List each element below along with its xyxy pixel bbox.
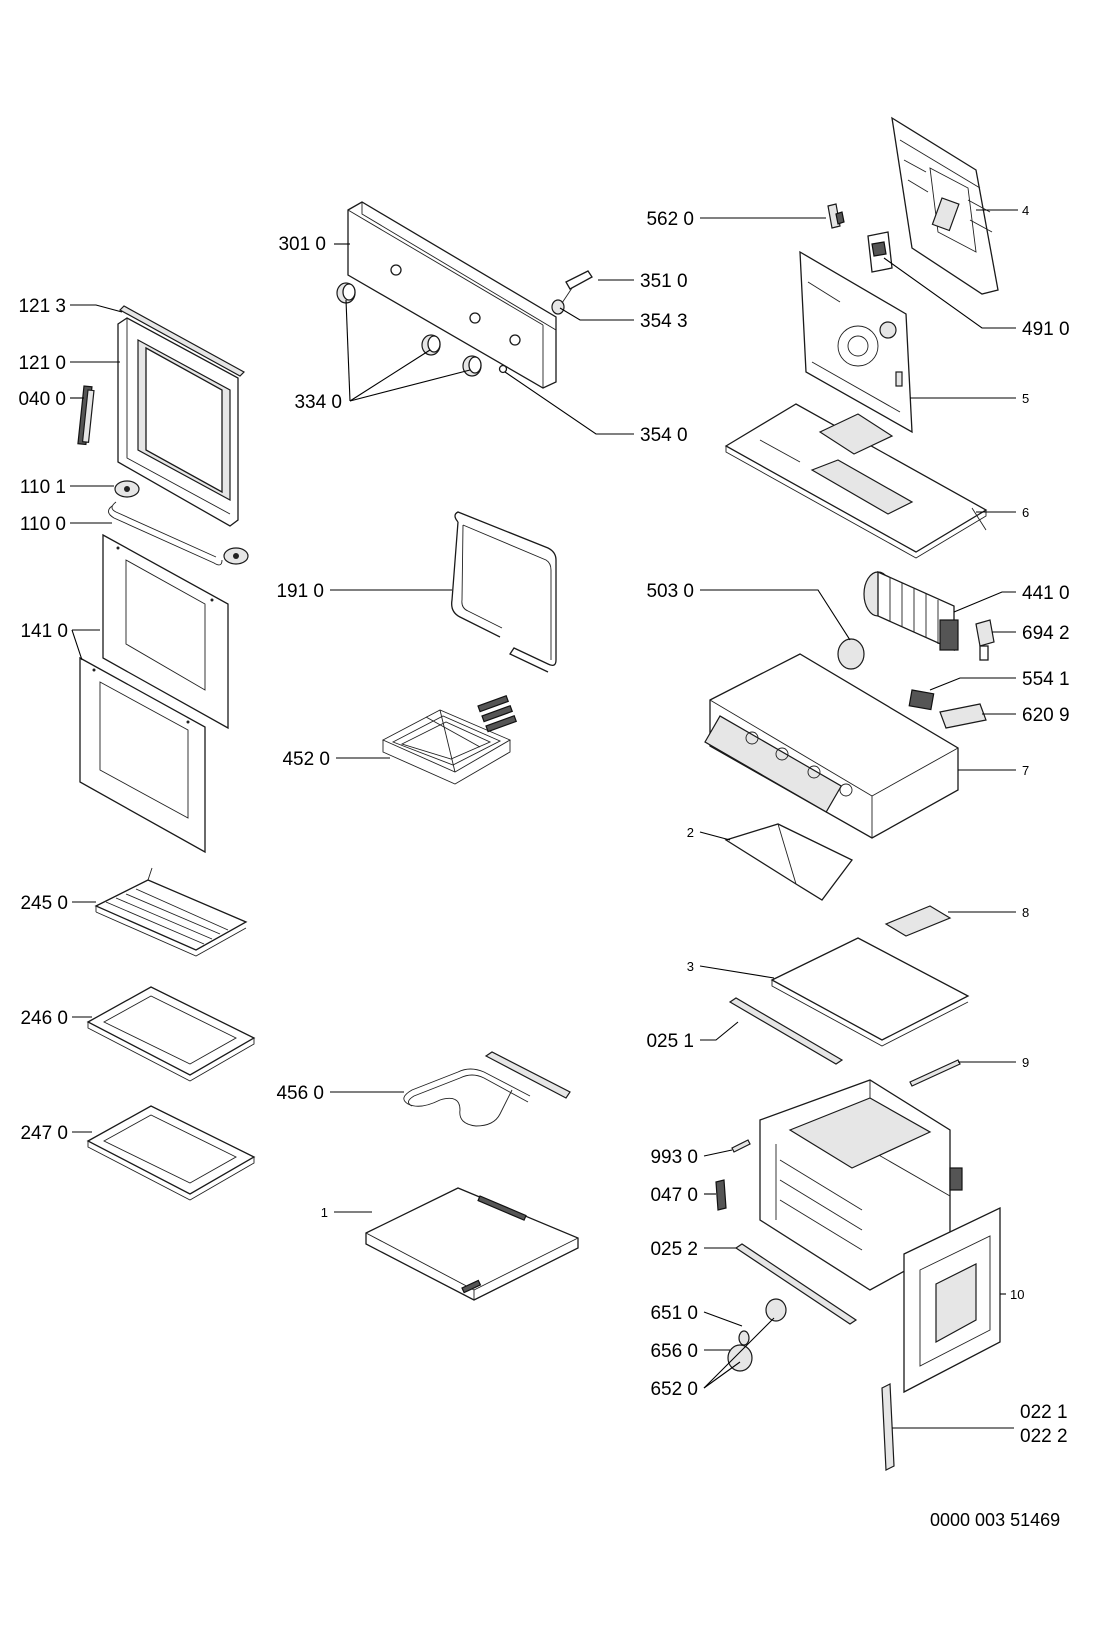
label-491-0: 491 0 — [1022, 319, 1070, 340]
label-121-3: 121 3 — [18, 296, 66, 317]
label-025-1: 025 1 — [646, 1031, 694, 1052]
part-control-box — [704, 653, 959, 839]
part-screw — [731, 1139, 751, 1153]
part-lamp-glass — [738, 1330, 750, 1346]
label-047-0: 047 0 — [650, 1185, 698, 1206]
label-651-0: 651 0 — [650, 1303, 698, 1324]
label-040-0: 040 0 — [18, 389, 66, 410]
part-bottom-rail — [734, 1243, 858, 1325]
part-side-panel — [903, 1206, 1001, 1394]
label-022-1: 022 1 — [1020, 1402, 1068, 1423]
part-door-hinge — [77, 385, 95, 446]
part-door-top-strip — [119, 305, 245, 377]
part-grill-element — [381, 694, 518, 785]
label-694-2: 694 2 — [1022, 623, 1070, 644]
part-door-gasket — [451, 511, 557, 673]
part-selector-switch — [939, 703, 987, 729]
part-cooling-fan — [863, 570, 959, 652]
label-441-0: 441 0 — [1022, 583, 1070, 604]
part-side-bracket — [724, 823, 853, 901]
part-door-handle — [108, 480, 249, 566]
part-top-cover — [724, 403, 988, 559]
label-354-0: 354 0 — [640, 425, 688, 446]
label-1: 1 — [321, 1205, 328, 1220]
label-2: 2 — [687, 825, 694, 840]
label-3: 3 — [687, 959, 694, 974]
label-301-0: 301 0 — [278, 234, 326, 255]
part-top-rail — [728, 997, 844, 1065]
part-knob — [336, 282, 482, 377]
label-247-0: 247 0 — [20, 1123, 68, 1144]
part-fan-cover — [799, 250, 913, 434]
part-spindle — [551, 270, 593, 315]
label-191-0: 191 0 — [276, 581, 324, 602]
label-141-0: 141 0 — [20, 621, 68, 642]
label-562-0: 562 0 — [646, 209, 694, 230]
label-5: 5 — [1022, 391, 1029, 406]
label-022-2: 022 2 — [1020, 1426, 1068, 1447]
part-door-glass-inner — [79, 656, 206, 854]
part-bottom-element — [403, 1051, 571, 1127]
label-656-0: 656 0 — [650, 1341, 698, 1362]
label-652-0: 652 0 — [650, 1379, 698, 1400]
part-small-spring — [498, 364, 508, 374]
part-timer — [837, 638, 865, 670]
part-baking-tray — [86, 986, 256, 1082]
label-110-1: 110 1 — [20, 477, 66, 498]
label-10: 10 — [1010, 1287, 1024, 1302]
label-8: 8 — [1022, 905, 1029, 920]
part-rod — [909, 1059, 961, 1087]
label-452-0: 452 0 — [282, 749, 330, 770]
label-620-9: 620 9 — [1022, 705, 1070, 726]
part-cavity-top — [770, 937, 970, 1047]
label-4: 4 — [1022, 203, 1029, 218]
part-rear-panel — [891, 116, 999, 295]
part-thermostat-bracket — [827, 203, 845, 229]
label-121-0: 121 0 — [18, 353, 66, 374]
part-drip-tray — [86, 1105, 256, 1201]
part-door-glass-outer — [102, 533, 229, 730]
part-latch — [715, 1179, 727, 1211]
part-lamp-cover — [727, 1344, 753, 1372]
label-993-0: 993 0 — [650, 1147, 698, 1168]
part-terminal-block — [867, 231, 893, 273]
label-351-0: 351 0 — [640, 271, 688, 292]
part-bottom-plate — [365, 1187, 579, 1301]
label-354-3: 354 3 — [640, 311, 688, 332]
label-334-0: 334 0 — [294, 392, 342, 413]
part-control-panel — [347, 201, 557, 389]
leader-lines — [70, 209, 1018, 1429]
part-side-strip — [881, 1383, 895, 1471]
label-9: 9 — [1022, 1055, 1029, 1070]
label-025-2: 025 2 — [650, 1239, 698, 1260]
part-switch — [908, 689, 935, 711]
part-lamp-holder — [975, 619, 995, 661]
label-110-0: 110 0 — [20, 514, 66, 535]
label-246-0: 246 0 — [20, 1008, 68, 1029]
part-number-labels: 301 0 351 0 354 3 334 0 354 0 191 0 452 … — [18, 203, 1069, 1447]
label-554-1: 554 1 — [1022, 669, 1070, 690]
label-245-0: 245 0 — [20, 893, 68, 914]
label-7: 7 — [1022, 763, 1029, 778]
label-456-0: 456 0 — [276, 1083, 324, 1104]
document-code: 0000 003 51469 — [930, 1510, 1061, 1530]
part-inner-door-frame — [117, 317, 239, 527]
part-lamp-socket — [765, 1298, 787, 1322]
part-wire-shelf — [94, 867, 248, 957]
label-6: 6 — [1022, 505, 1029, 520]
part-cover-plate — [884, 905, 952, 937]
label-503-0: 503 0 — [646, 581, 694, 602]
